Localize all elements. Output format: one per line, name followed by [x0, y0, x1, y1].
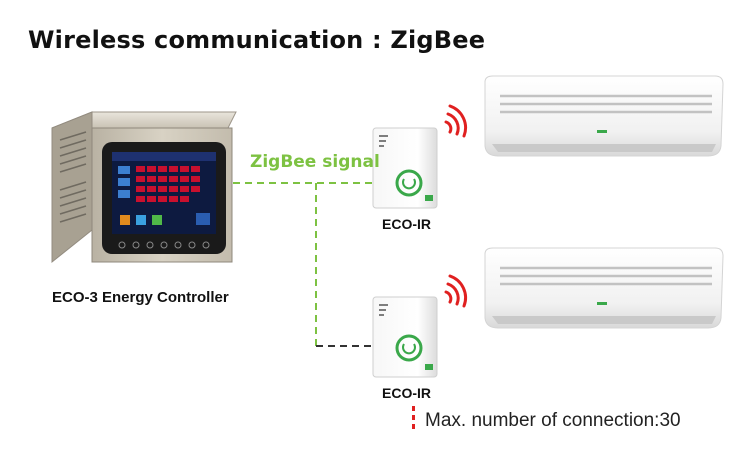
eco-ir-power-icon [395, 334, 423, 362]
wireless-waves-icon [444, 104, 468, 138]
side-vents [59, 131, 87, 223]
eco-ir-power-icon [395, 169, 423, 197]
air-conditioner-1 [484, 75, 724, 157]
eco-ir-device-1 [372, 104, 468, 209]
zigbee-signal-label: ZigBee signal [250, 152, 380, 172]
controller-label: ECO-3 Energy Controller [52, 289, 229, 306]
eco-ir-label-1: ECO-IR [382, 216, 431, 232]
wireless-waves-icon [444, 274, 468, 308]
controller-device [51, 111, 237, 264]
zigbee-signal-lines [233, 182, 372, 347]
note-marker [412, 406, 415, 429]
max-connection-note: Max. number of connection:30 [425, 410, 681, 431]
eco-ir-label-2: ECO-IR [382, 385, 431, 401]
eco-ir-device-2 [372, 274, 468, 378]
diagram-title: Wireless communication : ZigBee [28, 26, 486, 54]
air-conditioner-2 [484, 247, 724, 329]
